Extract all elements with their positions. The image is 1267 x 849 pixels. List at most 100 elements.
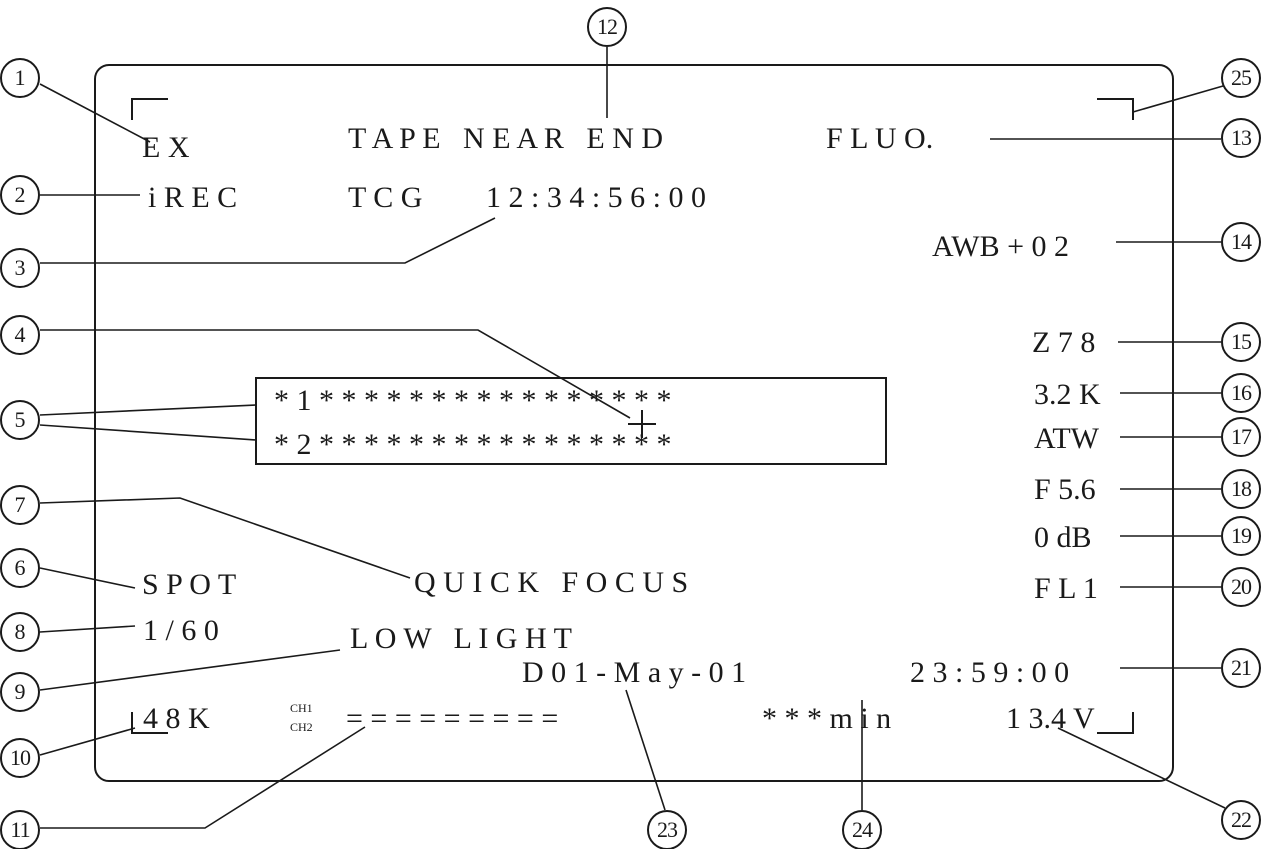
callout-19: 19: [1221, 516, 1261, 556]
leader-line: [1132, 85, 1224, 113]
viewfinder-frame: [94, 64, 1174, 782]
callout-number: 25: [1231, 65, 1252, 90]
callout-circle: [1221, 118, 1261, 158]
callout-number: 3: [15, 255, 26, 280]
callout-circle: [1221, 800, 1261, 840]
leader-line: [39, 625, 136, 633]
callout-circle: [0, 810, 40, 849]
callout-number: 8: [15, 619, 26, 644]
callout-circle: [1221, 322, 1261, 362]
shutter-speed: 1 / 6 0: [143, 614, 219, 647]
callout-3: 3: [0, 248, 40, 288]
callout-circle: [0, 248, 40, 288]
callout-number: 14: [1231, 229, 1252, 254]
callout-circle: [0, 612, 40, 652]
callout-number: 13: [1231, 125, 1252, 150]
callout-number: 1: [15, 65, 26, 90]
callout-16: 16: [1221, 373, 1261, 413]
corner-marker-bottom-right: [1097, 712, 1134, 734]
callout-number: 7: [15, 492, 26, 517]
user-data-row-2: * 2 * * * * * * * * * * * * * * * *: [274, 428, 672, 461]
callout-circle: [647, 810, 687, 849]
callout-circle: [1221, 469, 1261, 509]
callout-1: 1: [0, 58, 40, 98]
callout-20: 20: [1221, 567, 1261, 607]
callout-17: 17: [1221, 417, 1261, 457]
leader-line: [40, 726, 366, 829]
callout-circle: [1221, 417, 1261, 457]
callout-number: 5: [15, 407, 26, 432]
callout-24: 24: [842, 810, 882, 849]
callout-13: 13: [1221, 118, 1261, 158]
quick-focus-indicator: Q U I C K F O C U S: [414, 566, 688, 599]
user-data-row-1: * 1 * * * * * * * * * * * * * * * *: [274, 384, 672, 417]
callout-number: 11: [10, 817, 29, 842]
leader-line: [40, 217, 496, 264]
callout-5: 5: [0, 400, 40, 440]
leader-line: [39, 567, 136, 589]
fluo-indicator: F L U O.: [826, 122, 933, 155]
leader-lines: [39, 47, 1226, 829]
callout-circle: [0, 58, 40, 98]
callout-number: 10: [10, 745, 31, 770]
ex-indicator: E X: [142, 131, 190, 164]
leader-line: [39, 404, 257, 416]
callout-number: 21: [1231, 655, 1251, 680]
leader-line: [39, 727, 136, 756]
user-data-box: [255, 377, 887, 465]
center-marker: [628, 410, 656, 438]
callout-circle: [1221, 222, 1261, 262]
spot-indicator: S P O T: [142, 568, 236, 601]
audio-level-meter: = = = = = = = = =: [346, 702, 558, 735]
callout-number: 23: [657, 817, 678, 842]
callout-25: 25: [1221, 58, 1261, 98]
tape-near-end-warning: T A P E N E A R E N D: [348, 122, 663, 155]
callout-circle: [1221, 516, 1261, 556]
callout-15: 15: [1221, 322, 1261, 362]
callout-23: 23: [647, 810, 687, 849]
callout-circle: [0, 175, 40, 215]
callout-circle: [0, 400, 40, 440]
callout-circle: [0, 738, 40, 778]
callout-circle: [1221, 58, 1261, 98]
low-light-indicator: L O W L I G H T: [350, 622, 572, 655]
timecode-display: 1 2 : 3 4 : 5 6 : 0 0: [486, 181, 706, 214]
leader-line: [39, 83, 151, 143]
callout-number: 22: [1231, 807, 1251, 832]
callout-circle: [0, 485, 40, 525]
corner-marker-top-left: [131, 98, 168, 120]
callout-circle: [1221, 373, 1261, 413]
callout-circle: [1221, 648, 1261, 688]
irec-indicator: i R E C: [148, 181, 237, 214]
callout-number: 9: [15, 679, 26, 704]
callout-21: 21: [1221, 648, 1261, 688]
channel-2-label: CH2: [290, 720, 313, 734]
callout-number: 20: [1231, 574, 1252, 599]
audio-sampling-frequency: 4 8 K: [143, 702, 210, 735]
leader-line: [1057, 727, 1226, 809]
tcg-label: T C G: [348, 181, 422, 214]
date-display: D 0 1 - M a y - 0 1: [522, 656, 746, 689]
corner-marker-top-right: [1097, 98, 1134, 120]
callout-circle: [842, 810, 882, 849]
callout-circle: [0, 548, 40, 588]
zoom-position: Z 7 8: [1032, 326, 1095, 359]
leader-line: [625, 689, 666, 811]
callout-18: 18: [1221, 469, 1261, 509]
callout-4: 4: [0, 315, 40, 355]
gain-value: 0 dB: [1034, 521, 1092, 554]
callout-6: 6: [0, 548, 40, 588]
callout-8: 8: [0, 612, 40, 652]
callout-number: 19: [1231, 523, 1252, 548]
callout-11: 11: [0, 810, 40, 849]
clock-display: 2 3 : 5 9 : 0 0: [910, 656, 1069, 689]
callout-circle: [0, 672, 40, 712]
battery-voltage: 1 3.4 V: [1006, 702, 1095, 735]
iris-value: F 5.6: [1034, 473, 1096, 506]
atw-indicator: ATW: [1034, 422, 1100, 455]
callout-2: 2: [0, 175, 40, 215]
callout-number: 16: [1231, 380, 1252, 405]
callout-14: 14: [1221, 222, 1261, 262]
